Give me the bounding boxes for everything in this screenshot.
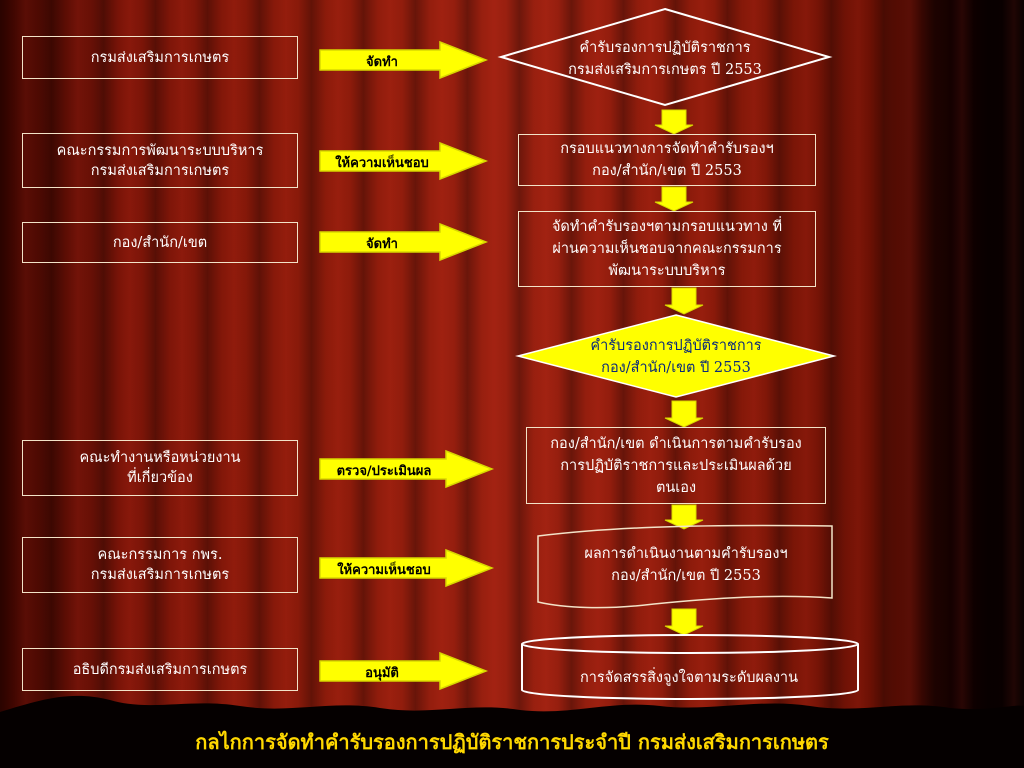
down-arrow-5 [664, 504, 704, 530]
left-box-admin-committee: คณะกรรมการพัฒนาระบบบริหาร กรมส่งเสริมการ… [22, 133, 298, 188]
left-box-kpr-committee: คณะกรรมการ กพร. กรมส่งเสริมการเกษตร [22, 537, 298, 593]
arrow-label: จัดทำ [366, 55, 398, 70]
left-box-text: กอง/สำนัก/เขต [112, 234, 208, 251]
down-arrow-6 [664, 608, 704, 636]
left-box-director-general: อธิบดีกรมส่งเสริมการเกษตร [22, 648, 298, 691]
arrow-label: ให้ความเห็นชอบ [335, 156, 429, 171]
down-arrow-3 [664, 287, 704, 315]
step2-box: กรอบแนวทางการจัดทำคำรับรองฯ กอง/สำนัก/เข… [518, 134, 816, 186]
arrow-label: ให้ความเห็นชอบ [337, 563, 431, 578]
left-box-text: กรมส่งเสริมการเกษตร [90, 49, 230, 66]
step3-text: จัดทำคำรับรองฯตามกรอบแนวทาง ที่ ผ่านความ… [551, 219, 783, 279]
right-arrow-6 [319, 651, 489, 691]
step6-document [537, 524, 833, 609]
left-box-doae: กรมส่งเสริมการเกษตร [22, 36, 298, 79]
page-title: กลไกการจัดทำคำรับรองการปฏิบัติราชการประจ… [195, 730, 829, 754]
right-arrow-3 [319, 222, 489, 262]
step6-text: ผลการดำเนินงานตามคำรับรองฯ กอง/สำนัก/เขต… [584, 546, 788, 584]
step5-text: กอง/สำนัก/เขต ดำเนินการตามคำรับรอง การปฏ… [550, 435, 802, 496]
left-box-text: คณะทำงานหรือหน่วยงาน ที่เกี่ยวข้อง [79, 450, 241, 486]
left-box-working-group: คณะทำงานหรือหน่วยงาน ที่เกี่ยวข้อง [22, 440, 298, 496]
down-arrow-1 [654, 109, 694, 135]
left-box-text: คณะกรรมการ กพร. กรมส่งเสริมการเกษตร [90, 547, 230, 583]
step5-box: กอง/สำนัก/เขต ดำเนินการตามคำรับรอง การปฏ… [526, 427, 826, 504]
right-arrow-5 [319, 548, 495, 588]
arrow-label: ตรวจ/ประเมินผล [336, 464, 432, 479]
arrow-label: อนุมัติ [365, 666, 399, 681]
step7-text: การจัดสรรสิ่งจูงใจตามระดับผลงาน [580, 670, 798, 686]
down-arrow-2 [654, 186, 694, 212]
step3-box: จัดทำคำรับรองฯตามกรอบแนวทาง ที่ ผ่านความ… [518, 211, 816, 287]
step2-text: กรอบแนวทางการจัดทำคำรับรองฯ กอง/สำนัก/เข… [560, 141, 774, 179]
left-box-text: คณะกรรมการพัฒนาระบบบริหาร กรมส่งเสริมการ… [56, 142, 264, 179]
left-box-division: กอง/สำนัก/เขต [22, 222, 298, 263]
left-box-text: อธิบดีกรมส่งเสริมการเกษตร [72, 661, 248, 678]
step4-diamond [515, 314, 837, 398]
right-arrow-2 [319, 141, 489, 181]
step1-diamond [497, 7, 833, 107]
step7-cylinder [521, 634, 859, 700]
step1-text: คำรับรองการปฏิบัติราชการ กรมส่งเสริมการเ… [568, 40, 762, 78]
right-arrow-4 [319, 449, 495, 489]
step4-text: คำรับรองการปฏิบัติราชการ กอง/สำนัก/เขต ป… [590, 338, 762, 376]
arrow-label: จัดทำ [366, 237, 398, 252]
right-arrow-1 [319, 40, 489, 80]
down-arrow-4 [664, 400, 704, 428]
